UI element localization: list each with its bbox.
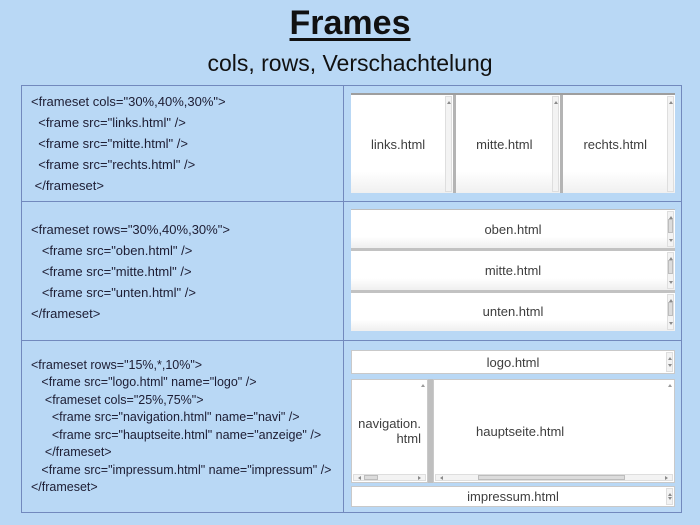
preview-cell-rows: oben.html mitte.html unten.html <box>344 202 681 341</box>
scroll-up-icon <box>669 297 673 302</box>
vertical-scrollbar <box>666 352 673 372</box>
vertical-scrollbar <box>667 211 674 248</box>
scroll-up-icon <box>554 99 559 104</box>
frame-divider <box>351 289 675 293</box>
scrollbar-thumb <box>478 475 625 480</box>
code-line: <frameset rows="30%,40%,30%"> <box>31 221 230 237</box>
code-line: <frameset rows="15%,*,10%"> <box>31 357 203 372</box>
scrollbar-thumb <box>364 475 378 480</box>
frame-mitte: mitte.html <box>456 95 561 193</box>
scroll-up-icon <box>421 382 425 387</box>
scroll-up-icon <box>668 382 672 387</box>
frame-hauptseite: hauptseite.html <box>433 379 675 483</box>
frame-label-line1: navigation. <box>358 416 421 431</box>
scroll-up-icon <box>668 491 672 496</box>
horizontal-scrollbar <box>353 474 426 481</box>
code-line: <frameset cols="25%,75%"> <box>31 392 204 407</box>
code-line: </frameset> <box>31 480 98 494</box>
code-line: <frame src="unten.html" /> <box>31 284 196 300</box>
scroll-down-icon <box>669 239 673 244</box>
frame-unten: unten.html <box>351 292 675 331</box>
frame-links: links.html <box>351 95 454 193</box>
preview-cell-cols: links.html mitte.html rechts.html <box>344 86 681 202</box>
scroll-right-icon <box>665 476 670 480</box>
code-line: </frameset> <box>31 445 112 459</box>
scroll-up-icon <box>447 99 452 104</box>
code-cell-rows: <frameset rows="30%,40%,30%"> <frame src… <box>22 202 344 341</box>
vertical-scrollbar <box>666 488 673 505</box>
frame-label: mitte.html <box>476 136 533 152</box>
scroll-up-icon <box>669 214 673 219</box>
scroll-down-icon <box>669 280 673 286</box>
code-line: <frame src="impressum.html" name="impres… <box>31 462 332 477</box>
frame-rechts: rechts.html <box>563 95 676 193</box>
horizontal-scrollbar <box>435 474 673 481</box>
vertical-scrollbar <box>667 96 675 192</box>
scroll-right-icon <box>418 476 423 480</box>
vertical-scrollbar <box>667 293 674 330</box>
frame-oben: oben.html <box>351 210 675 249</box>
page-title: Frames <box>289 4 411 42</box>
code-line: <frame src="mitte.html" /> <box>31 263 192 279</box>
scrollbar-thumb <box>668 260 673 275</box>
scrollbar-thumb <box>668 219 673 233</box>
code-line: <frame src="links.html" /> <box>31 115 186 130</box>
code-block-cols: <frameset cols="30%,40%,30%"> <frame src… <box>22 86 343 201</box>
frame-divider <box>560 95 564 193</box>
frame-label-line2: html <box>396 431 421 446</box>
scrollbar-thumb <box>668 301 673 316</box>
scroll-left-icon <box>438 476 443 480</box>
frame-label: logo.html <box>486 354 540 370</box>
frame-impressum: impressum.html <box>351 486 675 507</box>
vertical-scrollbar <box>445 96 453 192</box>
code-line: <frame src="hauptseite.html" name="anzei… <box>31 427 322 442</box>
frameset-preview-rows: oben.html mitte.html unten.html <box>351 209 675 331</box>
scroll-up-icon <box>669 99 674 104</box>
code-block-rows: <frameset rows="30%,40%,30%"> <frame src… <box>22 202 343 340</box>
frame-label: unten.html <box>482 304 544 320</box>
frame-label: oben.html <box>484 221 542 237</box>
code-block-nested: <frameset rows="15%,*,10%"> <frame src="… <box>22 341 343 512</box>
code-line: <frame src="rechts.html" /> <box>31 157 196 172</box>
vertical-scrollbar <box>552 96 560 192</box>
frame-divider <box>428 379 433 483</box>
scroll-down-icon <box>668 364 672 369</box>
code-line: <frame src="logo.html" name="logo" /> <box>31 375 257 389</box>
frame-mitte2: mitte.html <box>351 251 675 290</box>
frame-label: hauptseite.html <box>476 423 565 439</box>
frame-logo: logo.html <box>351 350 675 374</box>
vertical-scrollbar <box>667 252 674 289</box>
frame-navigation: navigation. html <box>351 379 428 483</box>
code-line: <frame src="navigation.html" name="navi"… <box>31 410 300 424</box>
frame-divider <box>453 95 457 193</box>
code-line: <frameset cols="30%,40%,30%"> <box>31 94 226 109</box>
code-line: <frame src="oben.html" /> <box>31 242 193 258</box>
frame-label: mitte.html <box>484 262 542 278</box>
frameset-preview-cols: links.html mitte.html rechts.html <box>351 93 676 193</box>
scroll-up-icon <box>669 255 673 261</box>
scroll-up-icon <box>668 355 672 360</box>
code-cell-cols: <frameset cols="30%,40%,30%"> <frame src… <box>22 86 344 202</box>
frame-label: rechts.html <box>583 136 648 152</box>
frame-divider <box>351 248 675 252</box>
examples-table: <frameset cols="30%,40%,30%"> <frame src… <box>21 85 682 513</box>
code-line: </frameset> <box>31 178 104 193</box>
preview-cell-nested: logo.html navigation. html hauptseite.ht… <box>344 341 681 512</box>
scroll-down-icon <box>669 321 673 327</box>
scroll-left-icon <box>356 476 361 480</box>
scroll-down-icon <box>668 497 672 502</box>
nested-frameset: navigation. html hauptseite.html <box>351 379 675 483</box>
frame-label: links.html <box>370 136 426 152</box>
code-cell-nested: <frameset rows="15%,*,10%"> <frame src="… <box>22 341 344 512</box>
code-line: <frame src="mitte.html" /> <box>31 136 188 151</box>
frame-label: impressum.html <box>467 489 559 504</box>
frameset-preview-nested: logo.html navigation. html hauptseite.ht… <box>351 350 675 507</box>
code-line: </frameset> <box>31 305 101 321</box>
page-subtitle: cols, rows, Verschachtelung <box>207 50 493 76</box>
